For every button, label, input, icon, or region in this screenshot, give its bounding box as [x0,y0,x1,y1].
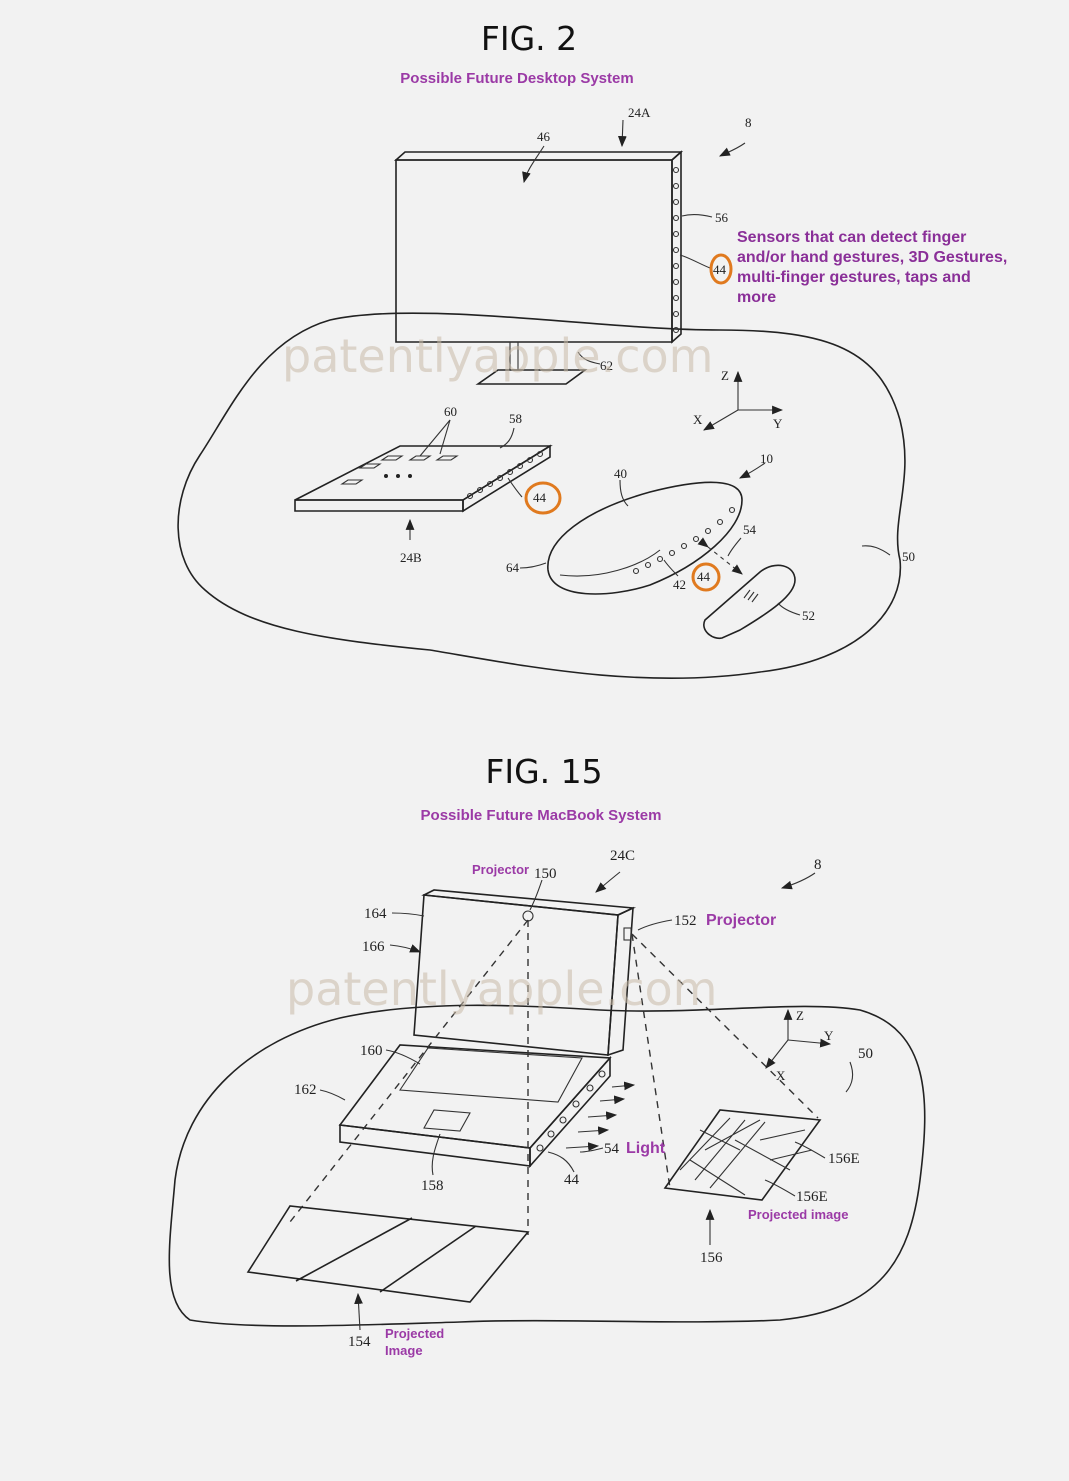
fig15-subtitle: Possible Future MacBook System [421,807,662,824]
axis-x-fig2: X [693,412,703,427]
projected-image-156 [665,1110,820,1200]
ref-24B: 24B [400,550,422,565]
fig15-title: FIG. 15 [485,752,602,791]
ref-150: 150 [534,866,557,882]
ref-54-fig15: 54 [604,1141,620,1157]
label-projected-left-1: Projected [385,1326,444,1341]
axes-fig15: Z Y X [766,1008,834,1083]
keyboard-24B [295,446,550,511]
laptop-24C [340,890,634,1166]
ref-44-monitor: 44 [713,262,727,277]
ref-46: 46 [537,129,551,144]
label-projector-top: Projector [472,862,529,877]
ref-156E-a: 156E [828,1151,860,1167]
ref-54-fig2: 54 [743,522,757,537]
fig15: FIG. 15 Possible Future MacBook System [169,752,924,1358]
ref-50-fig15: 50 [858,1046,873,1062]
ref-156: 156 [700,1250,723,1266]
label-projected-image-right: Projected image [748,1207,848,1222]
mouse-device-10 [548,482,742,594]
ref-166: 166 [362,939,385,955]
ref-58: 58 [509,411,522,426]
ref-154: 154 [348,1334,371,1350]
label-projected-left-2: Image [385,1343,423,1358]
mouse-sensor-dots [634,508,735,574]
fig2-subtitle: Possible Future Desktop System [400,70,633,87]
axis-x-fig15: X [776,1068,786,1083]
sensor-note: Sensors that can detect finger and/or ha… [737,229,1007,306]
ref-44-keyboard: 44 [533,490,547,505]
ref-56: 56 [715,210,729,225]
ref-52: 52 [802,608,815,623]
ref-156E-b: 156E [796,1189,828,1205]
axis-z-fig15: Z [796,1008,804,1023]
ref-164: 164 [364,906,387,922]
axis-z-fig2: Z [721,368,729,383]
axis-y-fig15: Y [824,1028,834,1043]
watermark-fig2: patentlyapple.com [282,329,713,383]
ref-42: 42 [673,577,686,592]
note-line-3: multi-finger gestures, taps and [737,269,971,286]
ref-24C: 24C [610,848,635,864]
ref-60: 60 [444,404,457,419]
projected-image-154 [248,1206,528,1302]
ref-8-fig2: 8 [745,115,752,130]
ref-40: 40 [614,466,627,481]
monitor-sensor-dots [674,168,679,333]
ref-152: 152 [674,913,697,929]
watermark-fig15: patentlyapple.com [286,962,717,1016]
ref-44-mouse: 44 [697,569,711,584]
note-line-1: Sensors that can detect finger [737,229,966,246]
ref-8-fig15: 8 [814,857,822,873]
fig2: FIG. 2 Possible Future Desktop System [178,19,1007,678]
ref-162: 162 [294,1082,317,1098]
note-line-4: more [737,289,776,306]
axis-y-fig2: Y [773,416,783,431]
ref-64: 64 [506,560,520,575]
light-arrows [566,1085,634,1148]
ref-24A: 24A [628,105,651,120]
ref-50-fig2: 50 [902,549,915,564]
note-line-2: and/or hand gestures, 3D Gestures, [737,249,1007,266]
ref-158: 158 [421,1178,444,1194]
fig2-title: FIG. 2 [481,19,577,58]
ref-44-fig15: 44 [564,1172,580,1188]
ref-160: 160 [360,1043,383,1059]
ref-10: 10 [760,451,773,466]
label-light: Light [626,1140,666,1157]
label-projector-side: Projector [706,912,776,929]
laptop-sensor-dots [537,1071,605,1151]
